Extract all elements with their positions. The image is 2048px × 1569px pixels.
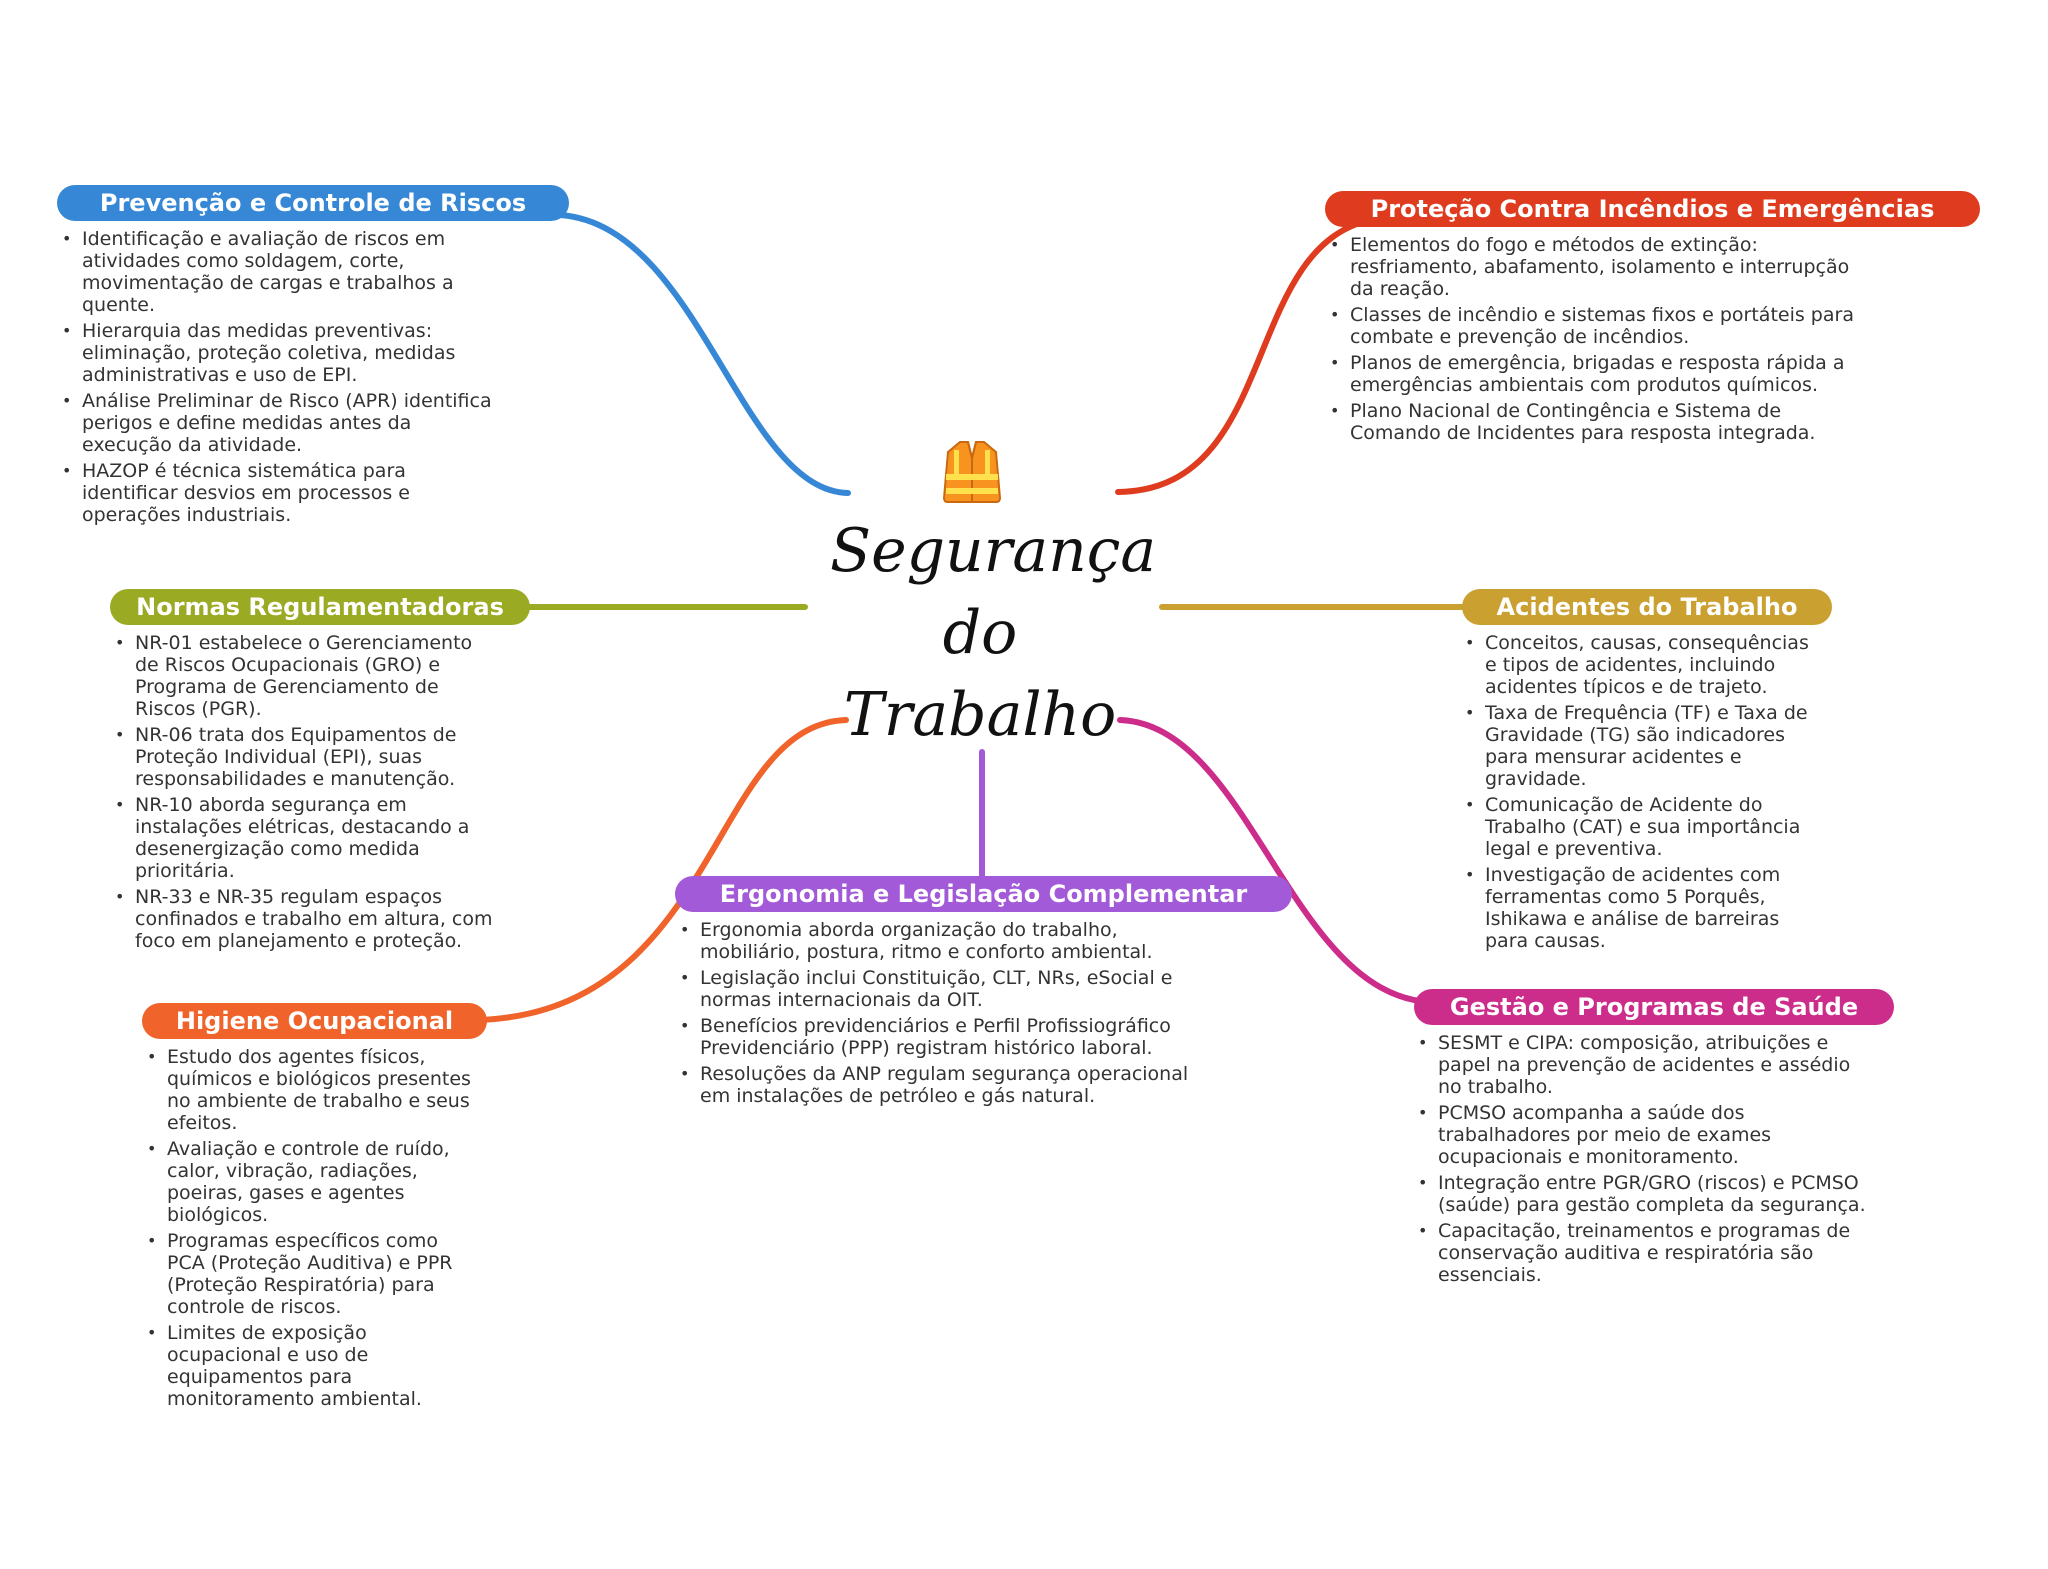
- safety-vest-icon: [942, 441, 1002, 503]
- list-item: SESMT e CIPA: composição, atribuições e …: [1418, 1032, 1878, 1098]
- branch-header-incendios[interactable]: Proteção Contra Incêndios e Emergências: [1325, 191, 1980, 227]
- branch-header-saude[interactable]: Gestão e Programas de Saúde: [1414, 989, 1894, 1025]
- title-line: Segurança: [830, 516, 1157, 586]
- list-item: Programas específicos como PCA (Proteção…: [147, 1230, 477, 1318]
- connector-incendios: [1115, 217, 1373, 495]
- branch-header-normas[interactable]: Normas Regulamentadoras: [110, 589, 530, 625]
- list-item: NR-01 estabelece o Gerenciamento de Risc…: [115, 632, 495, 720]
- branch-header-higiene[interactable]: Higiene Ocupacional: [142, 1003, 487, 1039]
- list-item: Conceitos, causas, consequências e tipos…: [1465, 632, 1825, 698]
- branch-list-saude: SESMT e CIPA: composição, atribuições e …: [1418, 1032, 1878, 1290]
- branch-list-acidentes: Conceitos, causas, consequências e tipos…: [1465, 632, 1825, 956]
- list-item: Classes de incêndio e sistemas fixos e p…: [1330, 304, 1870, 348]
- branch-list-prevencao: Identificação e avaliação de riscos em a…: [62, 228, 492, 530]
- list-item: Avaliação e controle de ruído, calor, vi…: [147, 1138, 477, 1226]
- title-line: Trabalho: [843, 680, 1117, 750]
- branch-list-incendios: Elementos do fogo e métodos de extinção:…: [1330, 234, 1870, 448]
- list-item: Análise Preliminar de Risco (APR) identi…: [62, 390, 492, 456]
- list-item: PCMSO acompanha a saúde dos trabalhadore…: [1418, 1102, 1878, 1168]
- branch-list-higiene: Estudo dos agentes físicos, químicos e b…: [147, 1046, 477, 1414]
- list-item: Elementos do fogo e métodos de extinção:…: [1330, 234, 1870, 300]
- list-item: Resoluções da ANP regulam segurança oper…: [680, 1063, 1190, 1107]
- branch-header-acidentes[interactable]: Acidentes do Trabalho: [1462, 589, 1832, 625]
- list-item: HAZOP é técnica sistemática para identif…: [62, 460, 492, 526]
- connector-higiene: [477, 717, 849, 1023]
- list-item: NR-10 aborda segurança em instalações el…: [115, 794, 495, 882]
- connector-prevencao: [557, 212, 851, 496]
- list-item: NR-06 trata dos Equipamentos de Proteção…: [115, 724, 495, 790]
- list-item: Investigação de acidentes com ferramenta…: [1465, 864, 1825, 952]
- list-item: Plano Nacional de Contingência e Sistema…: [1330, 400, 1870, 444]
- connector-saude: [1117, 717, 1433, 1005]
- list-item: Capacitação, treinamentos e programas de…: [1418, 1220, 1878, 1286]
- branch-list-ergonomia: Ergonomia aborda organização do trabalho…: [680, 919, 1190, 1111]
- title-line: do: [942, 598, 1018, 668]
- list-item: Taxa de Frequência (TF) e Taxa de Gravid…: [1465, 702, 1825, 790]
- list-item: Hierarquia das medidas preventivas: elim…: [62, 320, 492, 386]
- list-item: Limites de exposição ocupacional e uso d…: [147, 1322, 477, 1410]
- branch-header-prevencao[interactable]: Prevenção e Controle de Riscos: [57, 185, 569, 221]
- branch-list-normas: NR-01 estabelece o Gerenciamento de Risc…: [115, 632, 495, 956]
- list-item: Comunicação de Acidente do Trabalho (CAT…: [1465, 794, 1825, 860]
- list-item: Benefícios previdenciários e Perfil Prof…: [680, 1015, 1190, 1059]
- list-item: Integração entre PGR/GRO (riscos) e PCMS…: [1418, 1172, 1878, 1216]
- list-item: Legislação inclui Constituição, CLT, NRs…: [680, 967, 1190, 1011]
- list-item: Identificação e avaliação de riscos em a…: [62, 228, 492, 316]
- list-item: Planos de emergência, brigadas e respost…: [1330, 352, 1870, 396]
- branch-header-ergonomia[interactable]: Ergonomia e Legislação Complementar: [675, 876, 1292, 912]
- list-item: NR-33 e NR-35 regulam espaços confinados…: [115, 886, 495, 952]
- list-item: Ergonomia aborda organização do trabalho…: [680, 919, 1190, 963]
- list-item: Estudo dos agentes físicos, químicos e b…: [147, 1046, 477, 1134]
- central-topic-title: Segurança do Trabalho: [830, 510, 1157, 756]
